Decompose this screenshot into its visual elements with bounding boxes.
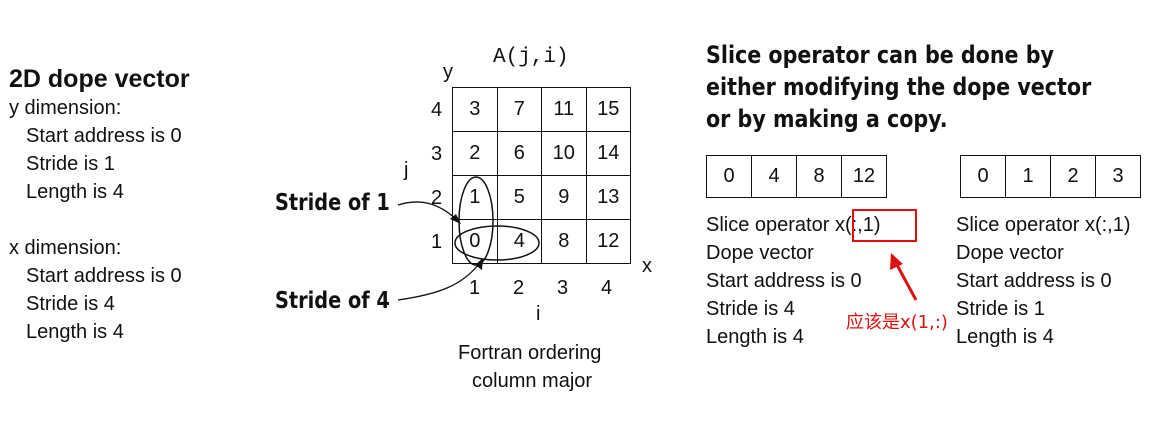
stride-1-arrow	[397, 201, 457, 220]
array-cell: 12	[586, 220, 631, 264]
y-stride: Stride is 1	[26, 153, 115, 175]
x-stride: Stride is 4	[26, 293, 115, 315]
correction-arrowhead	[890, 253, 903, 270]
col-label: 1	[469, 277, 481, 299]
vector-cell: 2	[1050, 156, 1095, 197]
array-cell: 4	[497, 220, 542, 264]
i-axis-label: i	[536, 303, 541, 325]
col-label: 3	[557, 277, 569, 299]
col-label: 2	[513, 277, 525, 299]
array-cell: 2	[453, 132, 498, 176]
row-label: 4	[431, 99, 443, 121]
dope-vector-title: 2D dope vector	[9, 65, 190, 93]
correction-note: 应该是x(1,:)	[846, 312, 948, 333]
view-a-slice-expr: x(:,1)	[834, 214, 881, 236]
array-cell: 15	[586, 88, 631, 132]
view-a-stride: Stride is 4	[706, 298, 795, 320]
vector-cell: 1	[1005, 156, 1050, 197]
array-cell: 1	[453, 176, 498, 220]
right-title-line-1: Slice operator can be done by	[706, 41, 1054, 69]
stride-1-arrowhead	[450, 214, 461, 224]
array-cell: 6	[497, 132, 542, 176]
row-label: 3	[431, 143, 443, 165]
x-length: Length is 4	[26, 321, 124, 343]
vector-cell: 8	[796, 156, 841, 197]
view-a-slice-line: Slice operator x(:,1)	[706, 211, 881, 239]
x-start-address: Start address is 0	[26, 265, 182, 287]
correction-arrow	[894, 262, 918, 301]
vector-cell: 3	[1095, 156, 1140, 197]
right-title-line-3: or by making a copy.	[706, 105, 948, 133]
array-cell: 10	[542, 132, 587, 176]
slice-expr-highlight	[852, 209, 917, 242]
view-a-dope-vector: Dope vector	[706, 242, 814, 264]
view-b-dope-vector: Dope vector	[956, 242, 1064, 264]
array-cell: 0	[453, 220, 498, 264]
array-grid: 3 7 11 15 2 6 10 14 1 5 9 13 0 4 8 12	[452, 87, 631, 264]
array-cell: 5	[497, 176, 542, 220]
array-cell: 14	[586, 132, 631, 176]
view-b-slice-line: Slice operator x(:,1)	[956, 214, 1131, 236]
y-dimension-header: y dimension:	[9, 97, 122, 119]
caption-column-major: column major	[472, 370, 593, 392]
array-cell: 13	[586, 176, 631, 220]
y-axis-label: y	[443, 61, 453, 83]
stride-of-1-label: Stride of 1	[275, 190, 390, 216]
vector-cell: 12	[841, 156, 886, 197]
array-label: A(j,i)	[493, 46, 569, 69]
x-dimension-header: x dimension:	[9, 237, 122, 259]
dope-view-vector: 0 4 8 12	[706, 155, 887, 198]
view-a-slice-prefix: Slice operator	[706, 214, 835, 236]
stride-4-ellipse	[454, 225, 540, 261]
col-label: 4	[601, 277, 613, 299]
array-cell: 11	[542, 88, 587, 132]
array-cell: 8	[542, 220, 587, 264]
copy-vector: 0 1 2 3	[960, 155, 1141, 198]
view-b-start: Start address is 0	[956, 270, 1112, 292]
stride-4-arrowhead	[475, 258, 483, 270]
view-a-length: Length is 4	[706, 326, 804, 348]
view-b-length: Length is 4	[956, 326, 1054, 348]
stride-of-4-label: Stride of 4	[275, 288, 390, 314]
y-length: Length is 4	[26, 181, 124, 203]
stride-1-ellipse	[458, 176, 494, 266]
stride-4-arrow	[397, 263, 480, 301]
j-axis-label: j	[404, 159, 409, 181]
array-cell: 7	[497, 88, 542, 132]
vector-cell: 4	[751, 156, 796, 197]
vector-cell: 0	[723, 165, 735, 187]
right-title-line-2: either modifying the dope vector	[706, 73, 1092, 101]
row-label: 2	[431, 187, 443, 209]
view-a-start: Start address is 0	[706, 270, 862, 292]
y-start-address: Start address is 0	[26, 125, 182, 147]
array-cell: 9	[542, 176, 587, 220]
x-axis-label: x	[642, 255, 652, 277]
array-cell: 3	[453, 88, 498, 132]
vector-cell: 0	[977, 165, 989, 187]
caption-fortran-ordering: Fortran ordering	[458, 342, 602, 364]
row-label: 1	[431, 231, 443, 253]
view-b-stride: Stride is 1	[956, 298, 1045, 320]
